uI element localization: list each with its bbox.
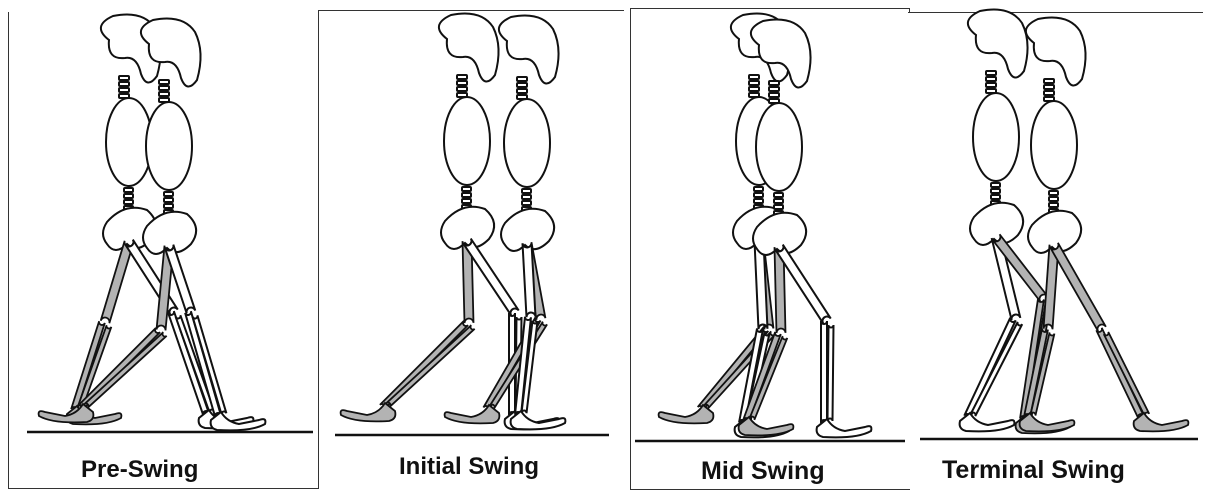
front-figure-lumbar-vertebra: [164, 204, 173, 208]
front-figure-pelvis: [1028, 211, 1081, 253]
caption-pre-swing: Pre-Swing: [81, 456, 198, 484]
initial-swing-figure: [319, 11, 624, 489]
back-figure-lumbar-vertebra: [124, 200, 133, 204]
back-figure-neck-vertebra: [457, 81, 467, 85]
front-figure-skull: [1026, 18, 1086, 86]
front-figure-rib-cage: [1031, 101, 1077, 189]
back-figure-neck-vertebra: [986, 71, 996, 75]
front-figure-rib-cage: [756, 103, 802, 191]
back-figure-neck-vertebra: [749, 75, 759, 79]
back-figure-lumbar-vertebra: [991, 183, 1000, 187]
front-figure-neck-vertebra: [517, 89, 527, 93]
back-figure-lumbar-vertebra: [754, 199, 763, 203]
front-figure-lumbar-vertebra: [1049, 197, 1058, 201]
front-figure-lumbar-vertebra: [522, 189, 531, 193]
front-figure-neck-vertebra: [1044, 79, 1054, 83]
front-figure-neck-vertebra: [159, 80, 169, 84]
front-figure-lumbar-vertebra: [774, 193, 783, 197]
front-swing-leg-foot: [39, 404, 94, 422]
back-figure-lumbar-vertebra: [124, 188, 133, 192]
caption-terminal-swing: Terminal Swing: [942, 456, 1125, 485]
back-figure-lumbar-vertebra: [462, 187, 471, 191]
back-figure-neck-vertebra: [119, 88, 129, 92]
back-figure-neck-vertebra: [457, 75, 467, 79]
front-figure-lumbar-vertebra: [1049, 203, 1058, 207]
front-figure-neck-vertebra: [769, 81, 779, 85]
back-figure-neck-vertebra: [457, 87, 467, 91]
gait-panel-terminal-swing: Terminal Swing: [908, 12, 1203, 489]
mid-swing-figure: [631, 9, 909, 489]
front-figure-neck-vertebra: [1044, 85, 1054, 89]
back-swing-leg-foot: [659, 405, 714, 423]
back-figure-pelvis: [441, 207, 494, 249]
back-figure-neck-vertebra: [119, 76, 129, 80]
back-figure-neck-vertebra: [119, 82, 129, 86]
front-figure-neck-vertebra: [517, 83, 527, 87]
front-stance-leg-foot: [1020, 413, 1075, 431]
back-stance-leg-foot: [960, 413, 1015, 431]
front-figure-lumbar-vertebra: [774, 199, 783, 203]
back-figure-lumbar-vertebra: [462, 199, 471, 203]
back-figure-neck-vertebra: [749, 81, 759, 85]
back-figure-lumbar-vertebra: [991, 195, 1000, 199]
front-figure-lumbar-vertebra: [164, 198, 173, 202]
front-figure-rib-cage: [146, 102, 192, 190]
back-figure-skull: [968, 10, 1028, 78]
front-figure-neck-vertebra: [769, 93, 779, 97]
front-figure-neck-vertebra: [159, 86, 169, 90]
front-swing-leg-fibula: [1104, 332, 1149, 416]
front-figure-lumbar-vertebra: [1049, 191, 1058, 195]
caption-mid-swing: Mid Swing: [701, 457, 825, 486]
front-stance-leg-foot: [817, 419, 872, 437]
front-stance-leg-foot: [511, 411, 566, 429]
front-stance-leg-fibula: [828, 325, 834, 421]
front-swing-leg-femur: [1050, 243, 1106, 331]
back-figure-lumbar-vertebra: [124, 194, 133, 198]
front-figure-neck-vertebra: [159, 92, 169, 96]
back-stance-leg-fibula: [971, 322, 1022, 416]
back-figure-neck-vertebra: [986, 77, 996, 81]
front-figure-lumbar-vertebra: [164, 192, 173, 196]
front-figure-lumbar-vertebra: [774, 205, 783, 209]
back-figure-rib-cage: [973, 93, 1019, 181]
back-figure-lumbar-vertebra: [754, 187, 763, 191]
front-figure-rib-cage: [504, 99, 550, 187]
front-figure-neck-vertebra: [769, 87, 779, 91]
back-swing-leg-fibula: [386, 325, 474, 407]
gait-panel-initial-swing: Initial Swing: [318, 10, 624, 489]
back-swing-leg-femur: [101, 241, 134, 324]
back-figure-pelvis: [970, 203, 1023, 245]
front-stance-leg-tibia: [821, 321, 827, 423]
back-figure-skull: [439, 14, 499, 82]
front-figure-lumbar-vertebra: [522, 201, 531, 205]
gait-panel-mid-swing: Mid Swing: [630, 8, 910, 490]
front-swing-leg-tibia: [1096, 328, 1143, 419]
front-swing-leg-foot: [739, 417, 794, 435]
back-figure-lumbar-vertebra: [991, 189, 1000, 193]
terminal-swing-figure: [908, 13, 1203, 489]
front-figure-pelvis: [501, 209, 554, 251]
back-swing-leg-foot: [341, 403, 396, 421]
front-figure-skull: [499, 16, 559, 84]
pre-swing-figure: [9, 12, 319, 488]
front-figure-neck-vertebra: [1044, 91, 1054, 95]
back-figure-neck-vertebra: [986, 83, 996, 87]
back-stance-leg-tibia: [964, 318, 1015, 419]
back-figure-lumbar-vertebra: [462, 193, 471, 197]
front-figure-lumbar-vertebra: [522, 195, 531, 199]
front-swing-leg-foot: [445, 405, 500, 423]
back-figure-neck-vertebra: [749, 87, 759, 91]
front-swing-leg-foot: [1134, 413, 1189, 431]
back-figure-rib-cage: [444, 97, 490, 185]
back-figure-lumbar-vertebra: [754, 193, 763, 197]
caption-initial-swing: Initial Swing: [399, 453, 539, 481]
gait-panel-pre-swing: Pre-Swing: [8, 12, 319, 489]
front-figure-neck-vertebra: [517, 77, 527, 81]
